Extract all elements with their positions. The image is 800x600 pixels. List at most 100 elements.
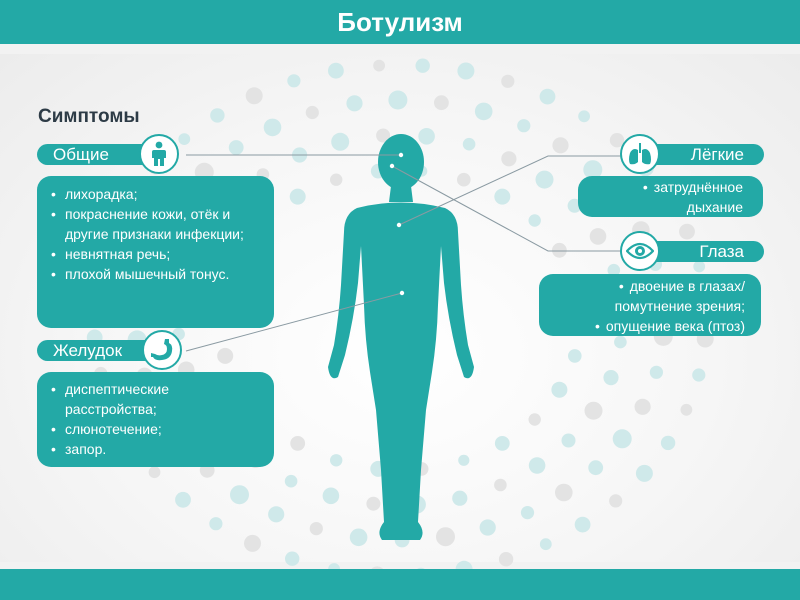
decorative-dot	[528, 413, 541, 426]
decorative-dot	[494, 478, 507, 492]
decorative-dot	[322, 487, 340, 505]
list-item: невнятная речь;	[51, 244, 262, 264]
decorative-dot	[609, 133, 625, 148]
decorative-dot	[539, 88, 556, 105]
list-item: покраснение кожи, отёк и другие признаки…	[51, 204, 262, 244]
decorative-dot	[551, 381, 568, 398]
decorative-dot	[539, 538, 552, 551]
decorative-dot	[328, 62, 344, 79]
decorative-dot	[552, 137, 569, 154]
decorative-dot	[680, 403, 693, 416]
decorative-dot	[634, 398, 651, 415]
card-lungs: затруднённое дыхание	[578, 176, 763, 217]
decorative-dot	[589, 228, 607, 245]
connector-eyes	[391, 165, 622, 252]
list-general: лихорадка; покраснение кожи, отёк и друг…	[51, 184, 262, 284]
list-eyes: двоение в глазах/ помутнение зрения; опу…	[549, 276, 745, 336]
decorative-dot	[609, 494, 623, 508]
decorative-dot	[520, 505, 535, 520]
decorative-dot	[583, 160, 603, 180]
decorative-dot	[555, 483, 573, 502]
decorative-dot	[330, 173, 343, 186]
decorative-dot	[498, 552, 514, 567]
label-eyes-text: Глаза	[699, 242, 744, 261]
decorative-dot	[517, 119, 531, 133]
decorative-dot	[693, 260, 706, 273]
decorative-dot	[578, 110, 590, 123]
decorative-dot	[148, 466, 161, 479]
decorative-dot	[561, 433, 576, 448]
card-stomach: диспептические расстройства; слюнотечени…	[37, 372, 274, 467]
card-eyes: двоение в глазах/ помутнение зрения; опу…	[539, 274, 761, 336]
list-item: слюнотечение;	[51, 419, 262, 439]
decorative-dot	[228, 140, 244, 155]
decorative-dot	[263, 118, 282, 137]
list-item: плохой мышечный тонус.	[51, 264, 262, 284]
decorative-dot	[178, 133, 191, 146]
decorative-dot	[649, 365, 664, 379]
list-item: диспептические расстройства;	[51, 379, 262, 419]
decorative-dot	[376, 128, 391, 143]
label-stomach-text: Желудок	[53, 341, 123, 360]
decorative-dot	[436, 527, 455, 547]
list-lungs: затруднённое дыхание	[588, 177, 743, 217]
label-lungs-text: Лёгкие	[690, 145, 744, 164]
stomach-icon	[142, 330, 182, 370]
decorative-dot	[366, 496, 381, 511]
decorative-dot	[284, 474, 298, 488]
decorative-dot	[535, 170, 554, 189]
section-title: Симптомы	[38, 106, 140, 127]
decorative-dot	[331, 132, 350, 151]
decorative-dot	[217, 347, 234, 364]
decorative-dot	[568, 349, 582, 363]
decorative-dot	[230, 485, 249, 505]
decorative-dot	[388, 90, 408, 110]
decorative-dot	[614, 335, 627, 349]
decorative-dot	[494, 436, 510, 451]
decorative-dot	[574, 516, 591, 533]
list-item: опущение века (птоз)	[549, 316, 745, 336]
decorative-dot	[309, 522, 323, 536]
decorative-dot	[268, 506, 285, 523]
decorative-dot	[452, 490, 468, 506]
decorative-dot	[289, 188, 306, 205]
decorative-dot	[528, 457, 546, 474]
decorative-dot	[494, 188, 511, 205]
decorative-dot	[245, 87, 263, 105]
decorative-dot	[501, 74, 515, 88]
decorative-dot	[501, 151, 517, 167]
decorative-dot	[285, 551, 300, 566]
decorative-dot	[175, 491, 191, 508]
decorative-dot	[552, 242, 567, 258]
decorative-dot	[607, 263, 621, 277]
decorative-dot	[349, 528, 368, 547]
decorative-dot	[479, 519, 496, 536]
footer-bar	[0, 569, 800, 600]
decorative-dot	[418, 128, 435, 145]
list-item: затруднённое дыхание	[588, 177, 743, 217]
decorative-dot	[692, 368, 706, 382]
decorative-dot	[415, 58, 430, 73]
connector-lungs	[398, 155, 622, 226]
decorative-dot	[462, 137, 476, 151]
decorative-dot	[287, 74, 301, 88]
label-general-text: Общие	[53, 145, 109, 164]
connector-stomach	[185, 292, 403, 352]
decorative-dot	[346, 95, 363, 112]
decorative-dot	[603, 370, 619, 386]
decorative-dot	[210, 108, 225, 123]
eye-icon	[620, 231, 660, 271]
decorative-dot	[612, 429, 632, 449]
card-general: лихорадка; покраснение кожи, отёк и друг…	[37, 176, 274, 328]
decorative-dot	[635, 464, 653, 482]
decorative-dot	[305, 105, 319, 120]
decorative-dot	[290, 436, 306, 451]
decorative-dot	[458, 454, 470, 466]
decorative-dot	[209, 517, 223, 531]
decorative-dot	[588, 460, 604, 476]
list-item: запор.	[51, 439, 262, 459]
decorative-dot	[679, 223, 695, 240]
person-icon	[139, 134, 179, 174]
page-title: Ботулизм	[337, 7, 463, 37]
list-item: двоение в глазах/ помутнение зрения;	[549, 276, 745, 316]
